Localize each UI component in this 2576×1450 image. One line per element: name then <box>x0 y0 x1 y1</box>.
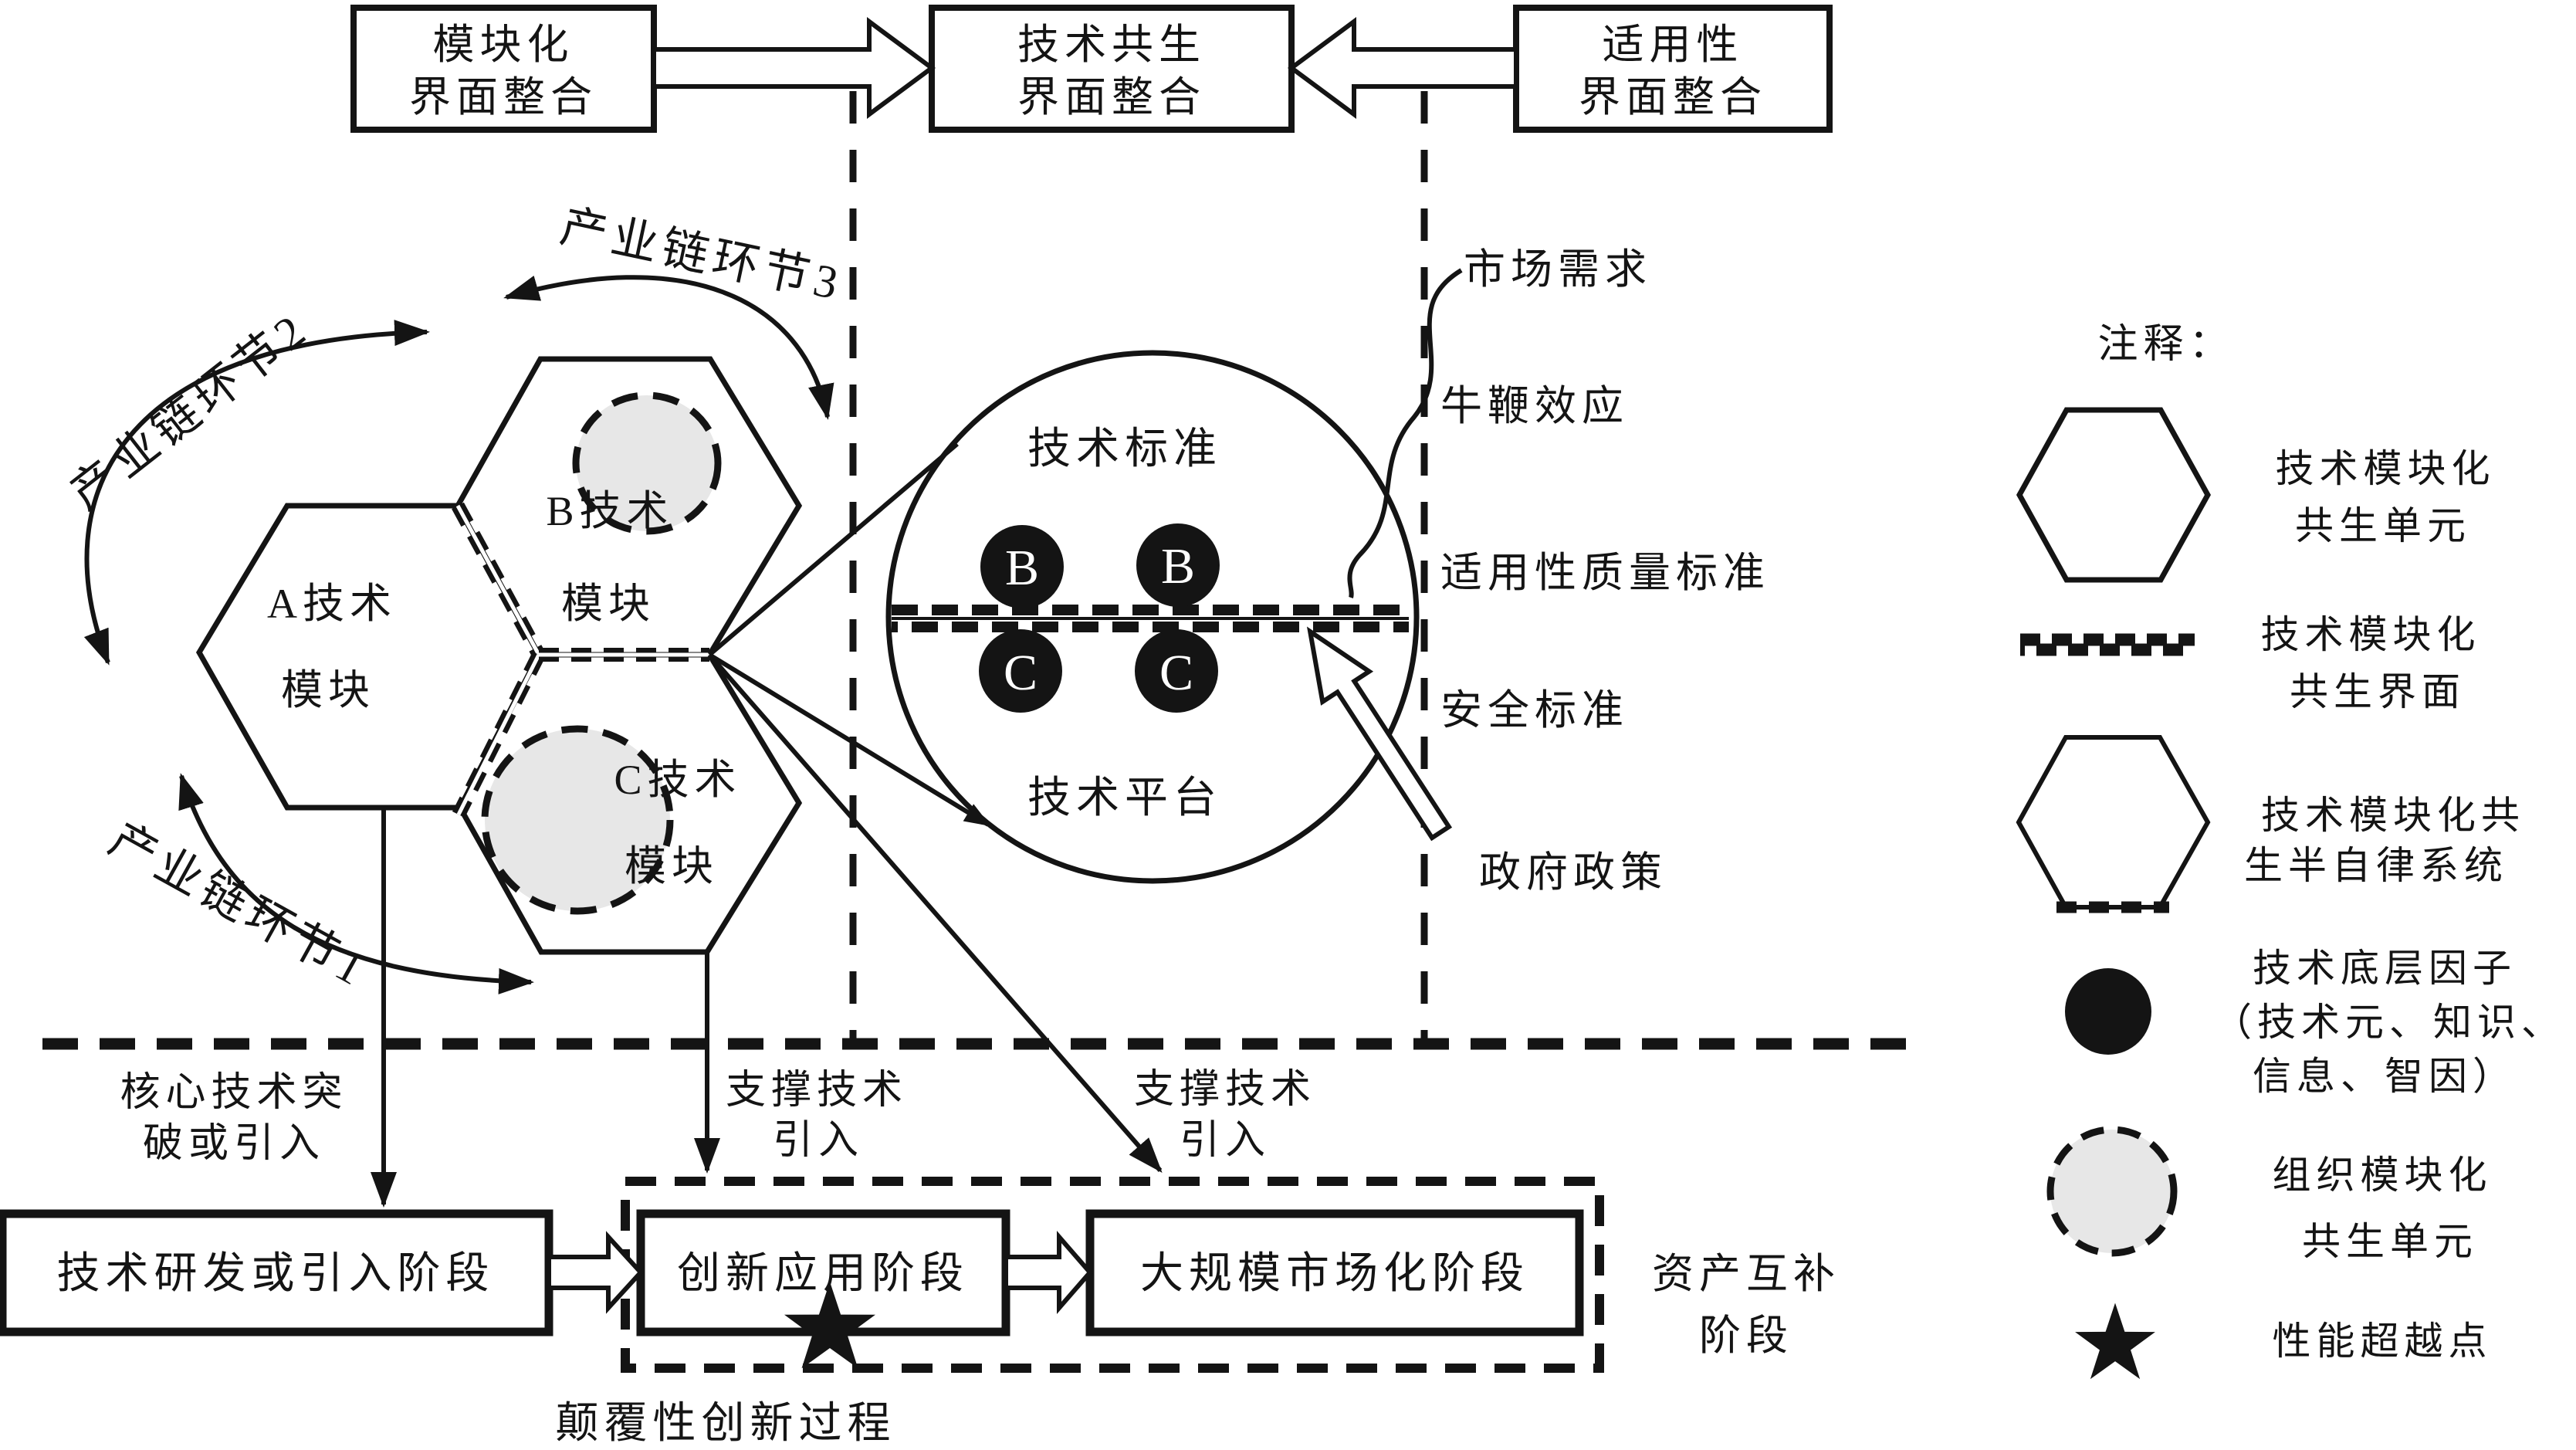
legend-org-unit-icon <box>2046 1126 2178 1257</box>
legend-hexagon-unit-icon <box>2016 407 2212 583</box>
core-intro-label-line2: 破或引入 <box>143 1122 325 1166</box>
platform-interface-line <box>892 605 1409 632</box>
stage1-label: 技术研发或引入阶段 <box>57 1250 495 1298</box>
asset-complementary-label-line1: 资产互补 <box>1652 1251 1840 1297</box>
support2-label-line2: 引入 <box>1180 1119 1271 1163</box>
legend-interface-label-line1: 技术模块化 <box>2261 613 2481 656</box>
legend-factor-label-line1: 技术底层因子 <box>2253 947 2517 990</box>
factor-dot-b1-letter: B <box>1005 540 1039 596</box>
label-market-demand: 市场需求 <box>1464 246 1652 293</box>
module-c-label-line2: 模块 <box>625 843 719 889</box>
label-government-policy: 政府政策 <box>1479 849 1667 896</box>
legend-factor-label-line3: 信息、智因） <box>2253 1055 2517 1098</box>
org-module-ellipse-b <box>572 391 722 535</box>
legend-org-unit-label-line1: 组织模块化 <box>2273 1154 2493 1197</box>
support1-label-line1: 支撑技术 <box>726 1069 908 1113</box>
box-modular-interface-integration <box>350 5 657 133</box>
legend-title: 注释： <box>2097 323 2234 367</box>
factor-dot-b1 <box>980 525 1064 608</box>
box1-label-line1: 模块化 <box>433 22 574 68</box>
legend-semi-system-label-line2: 生半自律系统 <box>2244 844 2508 887</box>
policy-hollow-arrow <box>1306 626 1453 842</box>
industry-chain-arc-3 <box>503 275 834 420</box>
factor-dot-c2 <box>1135 629 1218 713</box>
box2-label-line2: 界面整合 <box>1017 74 1206 120</box>
block-arrow-right-icon <box>652 17 936 119</box>
support2-label-line1: 支撑技术 <box>1134 1068 1316 1112</box>
magnifier-wedge-lines <box>708 442 991 827</box>
legend-org-unit-label-line2: 共生单元 <box>2302 1220 2478 1263</box>
box3-label-line2: 界面整合 <box>1579 74 1767 120</box>
label-safety-standard: 安全标准 <box>1440 687 1629 733</box>
box2-label-line1: 技术共生 <box>1017 22 1206 68</box>
box-applicability-interface-integration <box>1513 5 1833 133</box>
block-arrow-left-icon <box>1287 17 1518 119</box>
stage3-label: 大规模市场化阶段 <box>1140 1250 1529 1298</box>
module-b-label-line2: 模块 <box>561 581 655 627</box>
industry-chain-arc-1 <box>178 773 534 994</box>
box1-label-line2: 界面整合 <box>409 74 597 120</box>
module-a-label-line1: A技术 <box>267 581 397 627</box>
legend-unit-label-line1: 技术模块化 <box>2276 447 2496 490</box>
module-a-label-line2: 模块 <box>281 667 375 713</box>
arrow-support2-diagonal <box>707 653 1163 1174</box>
legend-factor-label-line2: （技术元、知识、 <box>2213 1001 2565 1044</box>
industry-chain-label-2: 产业链环节2 <box>61 303 319 520</box>
legend-interface-label-line2: 共生界面 <box>2290 670 2466 713</box>
module-c-label-line1: C技术 <box>614 757 741 803</box>
asset-complementary-label-line2: 阶段 <box>1699 1313 1793 1359</box>
legend-unit-label-line2: 共生单元 <box>2295 504 2471 547</box>
box-stage-rd-introduction <box>0 1209 553 1337</box>
factor-dot-b2 <box>1136 523 1220 607</box>
stage2-label: 创新应用阶段 <box>677 1250 969 1298</box>
factor-dot-c1-letter: C <box>1004 645 1038 701</box>
legend-semi-system-label-line1: 技术模块化共 <box>2261 794 2525 837</box>
industry-chain-arc-2 <box>83 320 430 666</box>
box3-label-line1: 适用性 <box>1603 22 1744 68</box>
factor-dot-b2-letter: B <box>1161 538 1195 595</box>
symbiosis-interface-edges <box>452 502 709 818</box>
support1-label-line2: 引入 <box>773 1119 864 1163</box>
tech-standard-label: 技术标准 <box>1027 425 1222 473</box>
disruptive-innovation-process-label: 颠覆性创新过程 <box>556 1400 896 1448</box>
factor-dot-c2-letter: C <box>1159 645 1193 701</box>
industry-chain-label-1: 产业链环节1 <box>101 813 377 997</box>
label-bullwhip-effect: 牛鞭效应 <box>1440 383 1629 429</box>
factor-dot-c1 <box>979 629 1062 713</box>
market-demand-squiggle <box>1347 268 1463 598</box>
legend-hexagon-semi-system-icon <box>2016 735 2211 910</box>
legend-interface-icon <box>2020 633 2195 656</box>
core-intro-label-line1: 核心技术突 <box>120 1071 347 1115</box>
module-b-label-line1: B技术 <box>546 488 673 534</box>
legend-surpass-star-icon <box>2075 1303 2155 1380</box>
tech-platform-label: 技术平台 <box>1027 774 1222 822</box>
org-module-ellipse-ac <box>481 725 674 915</box>
legend-surpass-label: 性能超越点 <box>2273 1320 2493 1363</box>
industry-chain-label-3: 产业链环节3 <box>556 200 848 310</box>
label-quality-standard: 适用性质量标准 <box>1440 550 1770 596</box>
legend-factor-dot-icon <box>2065 968 2151 1055</box>
block-arrow-stage1-2-icon <box>547 1231 645 1314</box>
block-arrow-stage2-3-icon <box>1004 1230 1093 1315</box>
